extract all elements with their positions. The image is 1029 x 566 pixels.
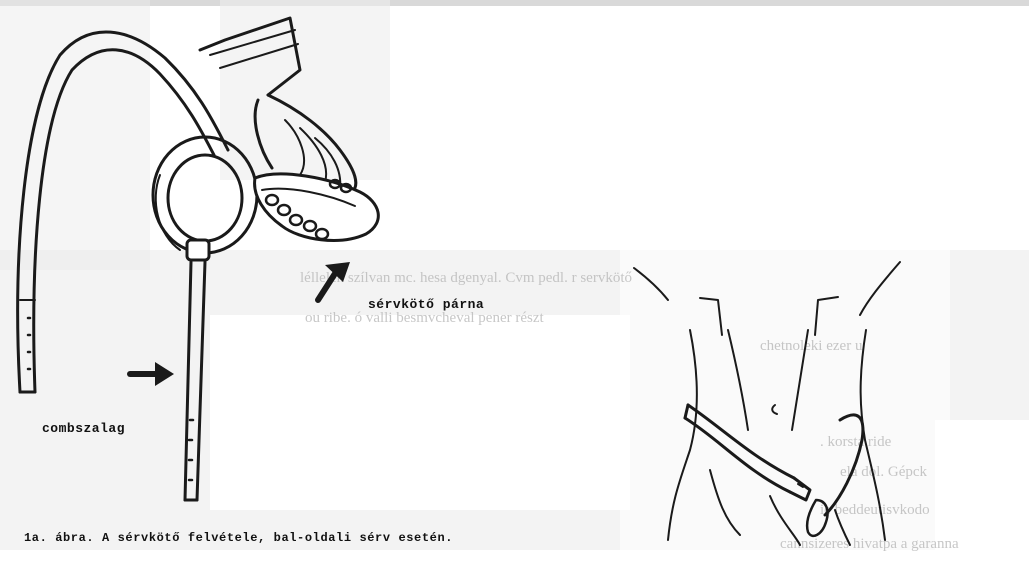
svg-text:ou ribe. ó valli besmvch: ou ribe. ó valli besmvcheval pener részt [305,310,544,326]
svg-text:chetnoleki ezer u: chetnoleki ezer u [760,338,863,354]
svg-text:léllelen szílvan mc. hesa d: léllelen szílvan mc. hesa dgenyal. Cvm p… [300,270,632,286]
thigh-strap-label: combszalag [42,421,125,436]
pad-label: sérvkötő párna [368,297,484,312]
figure-caption: 1a. ábra. A sérvkötő felvétele, bal-olda… [24,531,453,545]
svg-text:cannsizeres hivatpa a garann: cannsizeres hivatpa a garanna [780,536,959,552]
svg-text:. korsta ride: . korsta ride [820,434,892,450]
